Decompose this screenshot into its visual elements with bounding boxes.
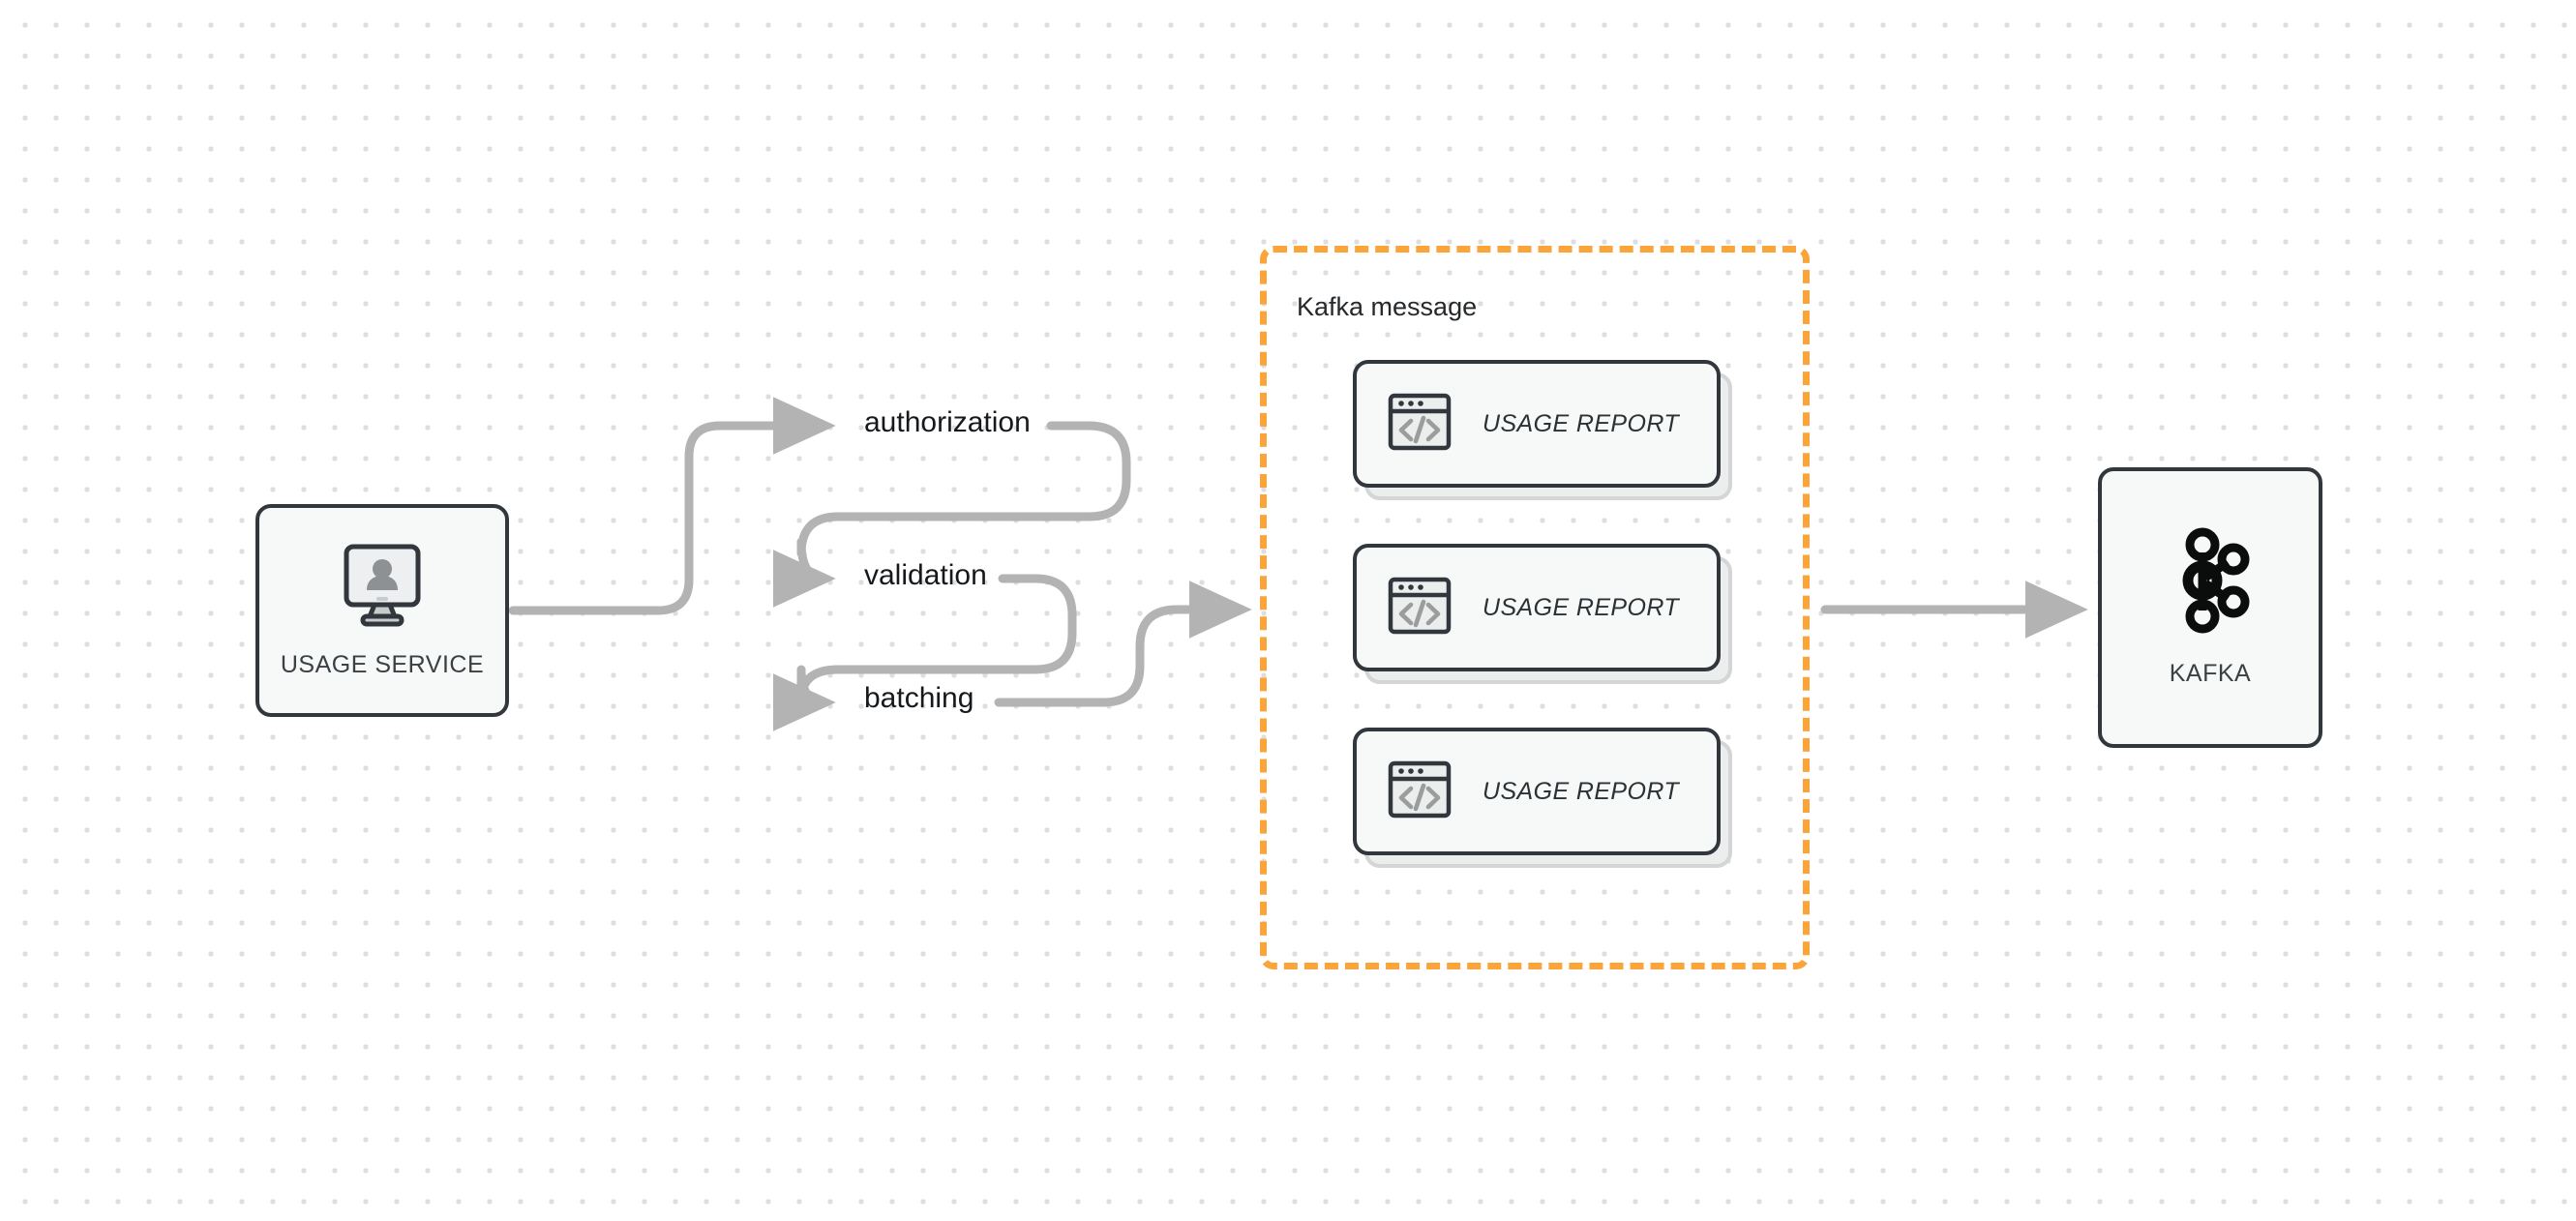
flow-step-batching: batching [864,682,974,714]
card-front[interactable]: USAGE REPORT [1353,544,1721,671]
card-front[interactable]: USAGE REPORT [1353,360,1721,488]
usage-report-card[interactable]: USAGE REPORT [1353,360,1732,500]
usage-report-label: USAGE REPORT [1483,409,1679,437]
connector-usage-to-authorization [508,397,836,615]
flow-step-validation: validation [864,559,987,591]
kafka-message-group[interactable] [1260,246,1810,969]
usage-report-card[interactable]: USAGE REPORT [1353,544,1732,684]
node-usage-service-label: USAGE SERVICE [280,651,485,678]
kafka-message-group-title: Kafka message [1297,292,1478,321]
connector-authorization-to-validation [772,421,1131,608]
flow-step-authorization: authorization [864,406,1031,438]
kafka-logo-icon [2164,527,2257,639]
node-kafka[interactable]: KAFKA [2098,467,2322,748]
usage-report-card[interactable]: USAGE REPORT [1353,728,1732,868]
card-front[interactable]: USAGE REPORT [1353,728,1721,855]
node-kafka-label: KAFKA [2169,660,2252,687]
usage-report-label: USAGE REPORT [1483,777,1679,805]
monitor-user-icon [336,542,429,636]
code-window-icon [1388,390,1452,459]
usage-report-label: USAGE REPORT [1483,593,1679,621]
connector-validation-to-batching [772,574,1077,731]
connector-batching-to-kafka-message [994,581,1252,707]
code-window-icon [1388,574,1452,642]
node-usage-service[interactable]: USAGE SERVICE [255,504,509,717]
code-window-icon [1388,758,1452,826]
